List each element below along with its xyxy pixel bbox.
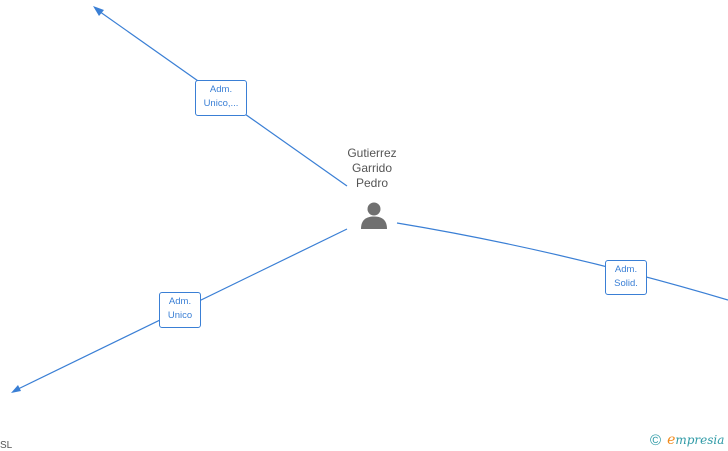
edge-label-top-line-2: Unico,... — [203, 98, 239, 109]
person-name-line-1: Gutierrez — [347, 146, 397, 160]
edge-label-bottom[interactable]: Adm. Unico — [159, 292, 201, 328]
edge-label-right[interactable]: Adm. Solid. — [605, 260, 647, 295]
edge-label-right-line-2: Solid. — [614, 278, 638, 289]
arrow-head-top — [93, 6, 104, 16]
brand-first-letter: e — [667, 432, 676, 448]
edge-label-top[interactable]: Adm. Unico,... — [195, 80, 247, 116]
company-name-fragment[interactable]: SL — [0, 440, 13, 451]
person-name[interactable]: Gutierrez Garrido Pedro — [322, 146, 422, 191]
arrow-head-bottom — [11, 385, 21, 393]
edge-line-right — [396, 222, 728, 301]
person-name-line-3: Pedro — [355, 176, 389, 190]
brand-name: empresia — [667, 432, 724, 448]
person-icon[interactable] — [359, 200, 389, 230]
brand-logo: © empresia — [650, 430, 724, 450]
edge-label-top-line-1: Adm. — [209, 84, 233, 95]
brand-name-rest: mpresia — [675, 433, 725, 447]
edge-label-bottom-line-1: Adm. — [168, 296, 192, 307]
edge-label-right-line-1: Adm. — [614, 264, 638, 275]
edge-label-bottom-line-2: Unico — [167, 310, 193, 321]
person-name-line-2: Garrido — [351, 161, 392, 175]
copyright-icon: © — [650, 431, 662, 449]
